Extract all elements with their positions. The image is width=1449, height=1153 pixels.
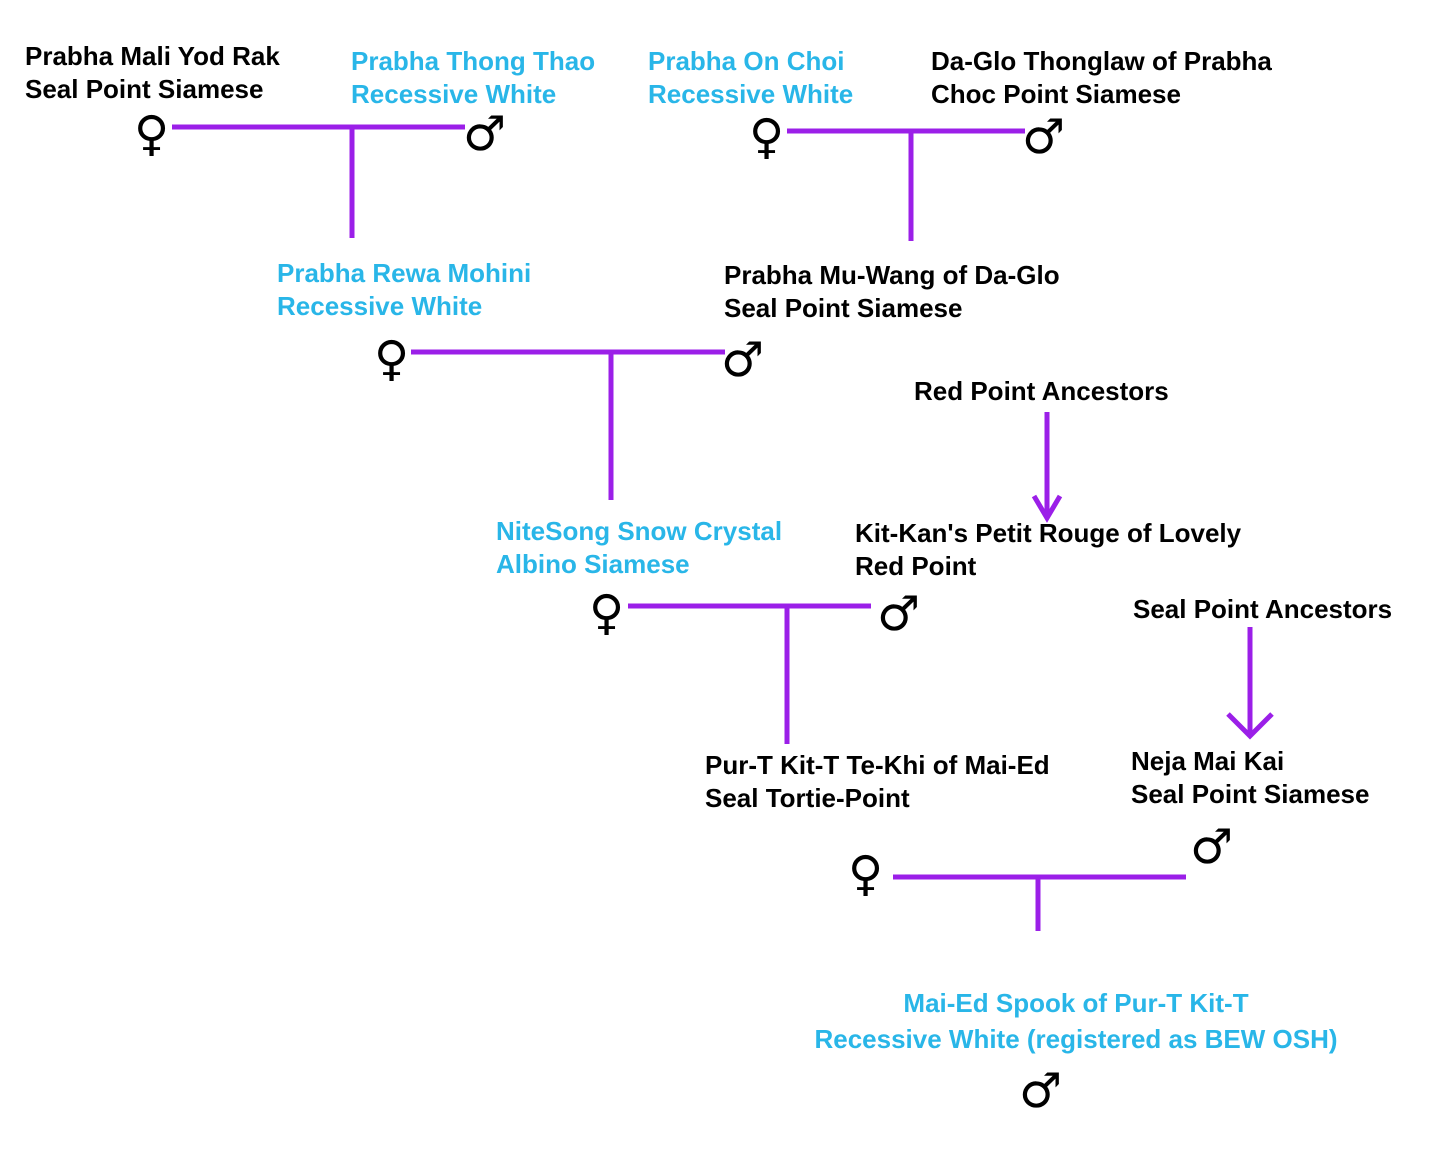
cat-label-on-choi: Prabha On Choi Recessive White bbox=[648, 45, 853, 111]
cat-label-te-khi: Pur-T Kit-T Te-Khi of Mai-Ed Seal Tortie… bbox=[705, 749, 1050, 815]
cat-label-petit-rouge: Kit-Kan's Petit Rouge of Lovely Red Poin… bbox=[855, 517, 1241, 583]
cat-name: Prabha Mu-Wang of Da-Glo bbox=[724, 260, 1060, 290]
cat-type: Seal Point Siamese bbox=[1131, 779, 1370, 809]
cat-label-thonglaw: Da-Glo Thonglaw of Prabha Choc Point Sia… bbox=[931, 45, 1272, 111]
cat-type: Choc Point Siamese bbox=[931, 79, 1181, 109]
cat-type: Recessive White bbox=[648, 79, 854, 109]
male-symbol-icon: ♂ bbox=[1022, 109, 1066, 165]
cat-type: Seal Point Siamese bbox=[724, 293, 963, 323]
cat-name: Neja Mai Kai bbox=[1131, 746, 1285, 776]
cat-name: Mai-Ed Spook of Pur-T Kit-T bbox=[903, 988, 1249, 1018]
cat-label-mali-yod-rak: Prabha Mali Yod Rak Seal Point Siamese bbox=[25, 40, 280, 106]
female-symbol-icon: ♀ bbox=[848, 846, 884, 902]
cat-type: Albino Siamese bbox=[496, 549, 690, 579]
cat-label-mu-wang: Prabha Mu-Wang of Da-Glo Seal Point Siam… bbox=[724, 259, 1060, 325]
connector-lines bbox=[172, 124, 1274, 931]
cat-name: Prabha On Choi bbox=[648, 46, 845, 76]
cat-name: Prabha Mali Yod Rak bbox=[25, 41, 280, 71]
male-symbol-icon: ♂ bbox=[1019, 1063, 1063, 1119]
cat-label-mai-kai: Neja Mai Kai Seal Point Siamese bbox=[1131, 745, 1369, 811]
cat-type: Seal Tortie-Point bbox=[705, 783, 910, 813]
cat-type: Red Point bbox=[855, 551, 977, 581]
male-symbol-icon: ♂ bbox=[1190, 819, 1234, 875]
female-symbol-icon: ♀ bbox=[589, 585, 625, 641]
male-symbol-icon: ♂ bbox=[877, 586, 921, 642]
male-symbol-icon: ♂ bbox=[721, 332, 765, 388]
cat-name: NiteSong Snow Crystal bbox=[496, 516, 783, 546]
cat-name: Da-Glo Thonglaw of Prabha bbox=[931, 46, 1272, 76]
cat-type: Recessive White bbox=[351, 79, 557, 109]
female-symbol-icon: ♀ bbox=[374, 331, 410, 387]
cat-name: Kit-Kan's Petit Rouge of Lovely bbox=[855, 518, 1242, 548]
female-symbol-icon: ♀ bbox=[749, 109, 785, 165]
cat-type: Recessive White (registered as BEW OSH) bbox=[814, 1024, 1338, 1054]
cat-name: Prabha Rewa Mohini bbox=[277, 258, 532, 288]
cat-type: Seal Point Siamese bbox=[25, 74, 264, 104]
female-symbol-icon: ♀ bbox=[134, 106, 170, 162]
cat-label-thong-thao: Prabha Thong Thao Recessive White bbox=[351, 45, 595, 111]
red-point-ancestors-label: Red Point Ancestors bbox=[914, 376, 1169, 406]
cat-label-rewa-mohini: Prabha Rewa Mohini Recessive White bbox=[277, 257, 531, 323]
cat-label-snow-crystal: NiteSong Snow Crystal Albino Siamese bbox=[496, 515, 782, 581]
cat-label-spook: Mai-Ed Spook of Pur-T Kit-T Recessive Wh… bbox=[775, 987, 1377, 1056]
male-symbol-icon: ♂ bbox=[463, 106, 507, 162]
cat-name: Pur-T Kit-T Te-Khi of Mai-Ed bbox=[705, 750, 1050, 780]
seal-point-ancestors-label: Seal Point Ancestors bbox=[1133, 594, 1393, 624]
seal-point-arrowhead bbox=[1226, 712, 1274, 740]
cat-name: Prabha Thong Thao bbox=[351, 46, 596, 76]
cat-type: Recessive White bbox=[277, 291, 483, 321]
red-point-arrowhead bbox=[1031, 494, 1063, 523]
